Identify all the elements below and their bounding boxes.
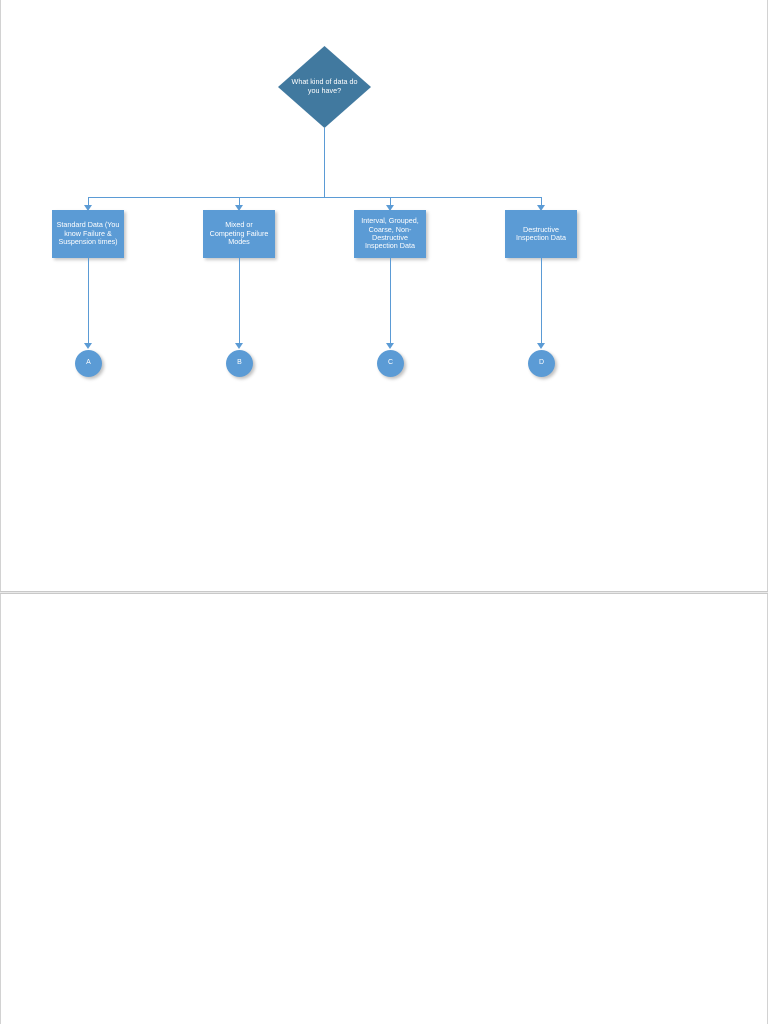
connector-box-to-c <box>390 258 391 347</box>
connector-drop-1 <box>88 197 89 209</box>
connector-circle-b[interactable]: B <box>226 350 253 377</box>
connector-trunk <box>324 128 325 197</box>
arrow-down-2 <box>235 205 243 211</box>
decision-what-kind-of-data[interactable]: What kind of data do you have? <box>278 46 371 128</box>
connector-box-to-a <box>88 258 89 347</box>
page-2-canvas: A Standard Data (You know Failures & Sus… <box>1 594 767 1024</box>
arrow-down-c <box>386 343 394 349</box>
connector-circle-a[interactable]: A <box>75 350 102 377</box>
connector-drop-2 <box>239 197 240 209</box>
arrow-down-d <box>537 343 545 349</box>
connector-circle-c[interactable]: C <box>377 350 404 377</box>
box-standard-data[interactable]: Standard Data (You know Failure & Suspen… <box>52 210 124 258</box>
connector-drop-3 <box>390 197 391 209</box>
connector-bus <box>88 197 542 198</box>
box-destructive-inspection-data[interactable]: Destructive Inspection Data <box>505 210 577 258</box>
arrow-down-1 <box>84 205 92 211</box>
arrow-down-3 <box>386 205 394 211</box>
box-mixed-competing-failure-modes[interactable]: Mixed or Competing Failure Modes <box>203 210 275 258</box>
connector-box-to-d <box>541 258 542 347</box>
page-divider <box>0 591 768 594</box>
flowchart-page-1: What kind of data do you have? Standard … <box>0 0 768 591</box>
decision-label: What kind of data do you have? <box>291 77 358 95</box>
arrow-down-a <box>84 343 92 349</box>
connector-circle-d[interactable]: D <box>528 350 555 377</box>
connector-drop-4 <box>541 197 542 209</box>
flowchart-page-2: A Standard Data (You know Failures & Sus… <box>0 594 768 1024</box>
box-interval-grouped-data[interactable]: Interval, Grouped, Coarse, Non-Destructi… <box>354 210 426 258</box>
connector-box-to-b <box>239 258 240 347</box>
arrow-down-b <box>235 343 243 349</box>
arrow-down-4 <box>537 205 545 211</box>
page-1-canvas: What kind of data do you have? Standard … <box>1 0 767 591</box>
